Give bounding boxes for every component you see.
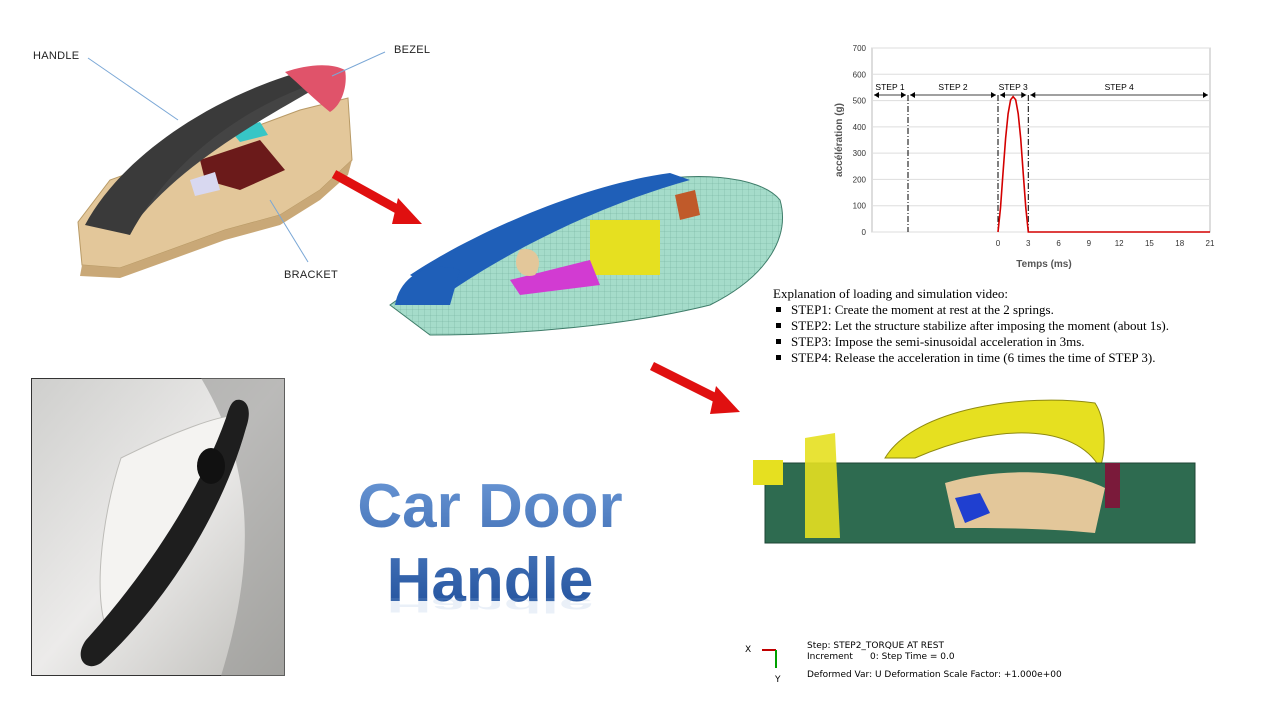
chart-step-label: STEP 1 [875, 82, 904, 92]
simulation-view [753, 399, 1196, 544]
chart-y-axis-label: accélération (g) [834, 103, 845, 177]
handle-label: HANDLE [33, 50, 80, 62]
chart-y-tick-label: 400 [853, 123, 867, 132]
handle-assembly-drawing [77, 51, 386, 278]
chart-steps: STEP 1 STEP 2 STEP 3 STEP 4 [874, 82, 1208, 232]
axis-x-label: X [745, 645, 752, 655]
chart-x-tick-label: 18 [1175, 239, 1184, 248]
sim-increment-text: Increment 0: Step Time = 0.0 [807, 652, 955, 662]
chart-y-tick-label: 300 [853, 149, 867, 158]
axis-triad-icon [762, 649, 777, 668]
chart-x-axis-label: Temps (ms) [1016, 259, 1071, 270]
chart-x-tick-label: 12 [1115, 239, 1124, 248]
chart-step-arrowhead [1030, 92, 1036, 98]
chart-y-tick-label: 600 [853, 70, 867, 79]
chart-step-arrowhead [1021, 92, 1027, 98]
chart-step-arrowhead [1203, 92, 1208, 98]
red-arrow-1 [331, 170, 422, 224]
axis-y-label: Y [775, 675, 781, 685]
title-reflection-line: Handle [386, 593, 594, 618]
note-step-3: STEP3: Impose the semi-sinusoidal accele… [773, 334, 1273, 350]
note-step-2: STEP2: Let the structure stabilize after… [773, 318, 1273, 334]
chart-y-tick-label: 0 [862, 228, 867, 237]
bezel-label: BEZEL [394, 44, 431, 56]
chart-step-label: STEP 3 [999, 82, 1028, 92]
chart-x-tick-label: 3 [1026, 239, 1031, 248]
chart-step-arrowhead [1000, 92, 1005, 98]
bracket-label: BRACKET [284, 269, 339, 281]
acceleration-chart: 0 100 200 300 400 500 600 700 0 3 6 9 12 15 18 21 STEP … [834, 44, 1215, 270]
chart-step-arrowhead [901, 92, 906, 98]
notes-heading: Explanation of loading and simulation vi… [773, 286, 1009, 301]
chart-step-label: STEP 2 [938, 82, 967, 92]
chart-ticks: 0 100 200 300 400 500 600 700 0 3 6 9 12 15 18 21 [853, 44, 1215, 248]
chart-y-tick-label: 500 [853, 97, 867, 106]
note-step-4: STEP4: Release the acceleration in time … [773, 350, 1273, 366]
chart-step-arrowhead [874, 92, 879, 98]
loading-explanation: Explanation of loading and simulation vi… [773, 286, 1273, 366]
sim-step-text: Step: STEP2_TORQUE AT REST [807, 641, 944, 651]
chart-x-tick-label: 9 [1087, 239, 1092, 248]
chart-step-arrowhead [910, 92, 915, 98]
chart-x-tick-label: 6 [1056, 239, 1061, 248]
chart-step-arrowhead [991, 92, 996, 98]
chart-y-tick-label: 200 [853, 175, 867, 184]
chart-step-label: STEP 4 [1105, 82, 1134, 92]
sim-deformed-text: Deformed Var: U Deformation Scale Factor… [807, 670, 1062, 680]
chart-y-tick-label: 700 [853, 44, 867, 53]
chart-y-tick-label: 100 [853, 202, 867, 211]
acceleration-series-line [997, 95, 1210, 233]
note-step-1: STEP1: Create the moment at rest at the … [773, 302, 1273, 318]
chart-frame [871, 47, 1211, 233]
fe-mesh-model [389, 173, 783, 336]
chart-grid [871, 47, 1211, 233]
red-arrow-2 [649, 361, 740, 414]
door-handle-photo [31, 378, 285, 676]
chart-x-tick-label: 21 [1206, 239, 1215, 248]
chart-x-tick-label: 15 [1145, 239, 1154, 248]
title-line-1: Car Door [357, 472, 623, 541]
chart-x-tick-label: 0 [996, 239, 1001, 248]
page-title-reflection: Handle [330, 592, 650, 618]
notes-list: STEP1: Create the moment at rest at the … [773, 302, 1273, 366]
